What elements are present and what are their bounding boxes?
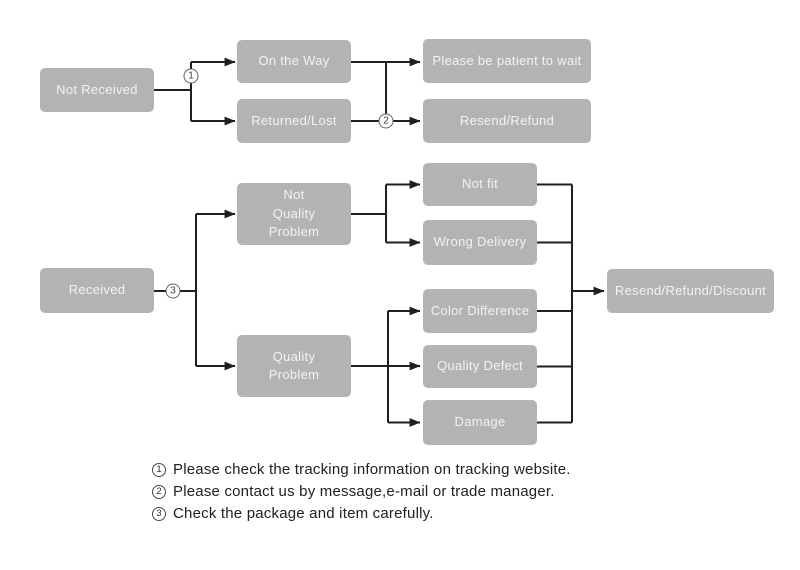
footnote-1-marker-icon: 1 — [152, 462, 166, 477]
branch-marker-2-icon: 2 — [378, 113, 394, 129]
node-color-difference: Color Difference — [423, 289, 537, 333]
footnote-3-text: Check the package and item carefully. — [173, 505, 434, 522]
node-returned-lost: Returned/Lost — [237, 99, 351, 143]
node-received: Received — [40, 268, 154, 313]
footnote-2-text: Please contact us by message,e-mail or t… — [173, 483, 555, 500]
footnote-2: 2 Please contact us by message,e-mail or… — [152, 481, 571, 502]
node-quality-problem: Quality Problem — [237, 335, 351, 397]
branch-marker-1-icon: 1 — [183, 68, 199, 84]
footnote-3: 3 Check the package and item carefully. — [152, 503, 571, 524]
footnote-1: 1 Please check the tracking information … — [152, 459, 571, 480]
node-not-fit: Not fit — [423, 163, 537, 206]
footnote-3-marker-icon: 3 — [152, 506, 166, 521]
node-resend-refund: Resend/Refund — [423, 99, 591, 143]
node-not-quality-problem: Not Quality Problem — [237, 183, 351, 245]
footnotes: 1 Please check the tracking information … — [152, 459, 571, 525]
branch-marker-3-icon: 3 — [165, 283, 181, 299]
node-damage: Damage — [423, 400, 537, 445]
footnote-1-text: Please check the tracking information on… — [173, 461, 571, 478]
node-not-received: Not Received — [40, 68, 154, 112]
node-quality-defect: Quality Defect — [423, 345, 537, 388]
node-wrong-delivery: Wrong Delivery — [423, 220, 537, 265]
node-on-the-way: On the Way — [237, 40, 351, 83]
node-resend-refund-discount: Resend/Refund/Discount — [607, 269, 774, 313]
node-please-be-patient: Please be patient to wait — [423, 39, 591, 83]
footnote-2-marker-icon: 2 — [152, 484, 166, 499]
